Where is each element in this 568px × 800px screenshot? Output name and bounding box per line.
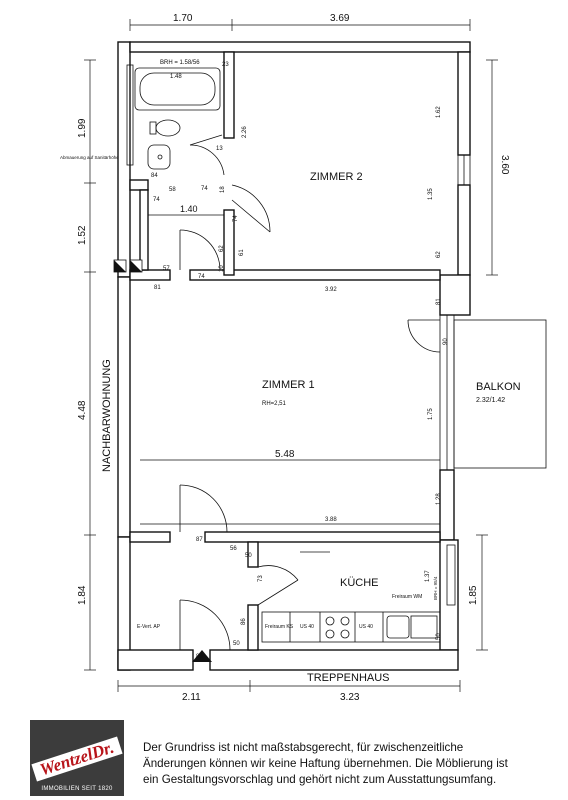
company-logo: WentzelDr. IMMOBILIEN SEIT 1820 bbox=[30, 720, 124, 796]
dim-kueche-width: 3.88 bbox=[325, 517, 337, 523]
dim-label: 74 bbox=[153, 197, 160, 203]
dim-bottom-left: 2.11 bbox=[182, 692, 201, 703]
dim-zimmer2-width: 3.92 bbox=[325, 287, 337, 293]
floor-plan: ZIMMER 2 ZIMMER 1 RH=2,51 BALKON 2.32/1.… bbox=[60, 13, 547, 703]
kitchen-sink-icon bbox=[386, 615, 410, 639]
room-label-zimmer1: ZIMMER 1 bbox=[262, 379, 315, 391]
dim-label: 1.28 bbox=[436, 493, 442, 505]
brh-bath-label: BRH = 1.58/56 bbox=[160, 60, 200, 66]
doors bbox=[179, 134, 441, 651]
room-label-zimmer2: ZIMMER 2 bbox=[310, 171, 363, 183]
dim-label: 2.26 bbox=[242, 126, 248, 138]
dim-label: 50 bbox=[233, 641, 240, 647]
footer: WentzelDr. IMMOBILIEN SEIT 1820 Der Grun… bbox=[0, 708, 568, 800]
dim-label: 10 bbox=[219, 265, 225, 272]
bathroom-fixtures bbox=[134, 67, 221, 170]
logo-since: IMMOBILIEN SEIT 1820 bbox=[41, 786, 113, 792]
dim-zimmer1-width: 5.48 bbox=[275, 449, 295, 460]
dim-label: 1.75 bbox=[428, 408, 434, 420]
dim-label: 62 bbox=[436, 251, 442, 258]
toilet-icon bbox=[155, 119, 181, 137]
stove-burner-icon bbox=[325, 616, 335, 626]
dim-label: 62 bbox=[219, 245, 225, 252]
balcony-outline bbox=[453, 319, 547, 469]
nachbarwohnung-label: NACHBARWOHNUNG bbox=[101, 359, 113, 472]
freiraum-ks-label: Freiraum KS bbox=[265, 624, 294, 630]
balkon-size-label: 2.32/1.42 bbox=[476, 397, 505, 404]
dim-label: 18 bbox=[220, 186, 226, 193]
dim-label: 86 bbox=[196, 654, 203, 660]
abmauerung-label: Abmauerung auf Sanitärhöhe bbox=[60, 155, 119, 160]
logo-script: WentzelDr. bbox=[31, 736, 123, 782]
dim-hall-width: 1.40 bbox=[180, 204, 198, 214]
dim-label: 74 bbox=[201, 186, 208, 192]
dim-label: 58 bbox=[169, 187, 176, 193]
dim-left-3: 4.48 bbox=[77, 400, 88, 420]
dim-label: 1.62 bbox=[436, 106, 442, 118]
dim-label: 57 bbox=[163, 266, 170, 272]
dim-label: 50 bbox=[245, 553, 252, 559]
bath-length-label: 1.48 bbox=[170, 74, 182, 80]
evert-label: E-Vert. AP bbox=[137, 624, 161, 630]
dim-top-right: 3.69 bbox=[330, 13, 350, 24]
room-height-label: RH=2,51 bbox=[262, 401, 287, 407]
sink-icon bbox=[147, 144, 171, 170]
dim-left-2: 1.52 bbox=[77, 225, 88, 245]
room-label-balkon: BALKON bbox=[476, 381, 521, 393]
dim-label: 74 bbox=[198, 274, 205, 280]
dim-label: 73 bbox=[258, 575, 264, 582]
dim-label: 81 bbox=[154, 285, 161, 291]
dim-label: 13 bbox=[216, 146, 223, 152]
dim-label: 1.37 bbox=[425, 570, 431, 582]
dim-label: 84 bbox=[151, 173, 158, 179]
dim-label: 50 bbox=[436, 633, 442, 640]
us40-label: US 40 bbox=[359, 624, 373, 630]
disclaimer-line: ein Gestaltungsvorschlag und gehört nich… bbox=[143, 773, 497, 786]
room-label-kueche: KÜCHE bbox=[340, 577, 379, 589]
dim-bottom-right: 3.23 bbox=[340, 692, 360, 703]
treppenhaus-label: TREPPENHAUS bbox=[307, 672, 390, 684]
small-labels: BRH = 1.58/56 1.48 23 2.26 1.62 1.35 62 … bbox=[60, 60, 449, 660]
dim-label: 90 bbox=[443, 338, 449, 345]
dim-label: 61 bbox=[239, 249, 245, 256]
shafts bbox=[113, 259, 143, 273]
dim-left-1: 1.99 bbox=[77, 118, 88, 138]
dim-label: 1.35 bbox=[428, 188, 434, 200]
dim-label: 81 bbox=[436, 298, 442, 305]
walls bbox=[117, 41, 471, 671]
dim-label: 74 bbox=[233, 215, 239, 222]
dim-label: 86 bbox=[241, 618, 247, 625]
disclaimer: Der Grundriss ist nicht maßstabsgerecht,… bbox=[143, 740, 563, 788]
entrance-arrow-icon bbox=[192, 650, 212, 662]
dim-top-left: 1.70 bbox=[173, 13, 193, 24]
freiraum-wm-label: Freiraum WM bbox=[392, 594, 422, 600]
dim-label: 87 bbox=[196, 537, 203, 543]
kitchen-counter bbox=[261, 551, 441, 643]
disclaimer-line: Der Grundriss ist nicht maßstabsgerecht,… bbox=[143, 741, 464, 754]
us40-label: US 40 bbox=[300, 624, 314, 630]
dim-left-4: 1.84 bbox=[77, 585, 88, 605]
dim-right-1: 3.60 bbox=[499, 155, 510, 175]
dim-label: 56 bbox=[230, 546, 237, 552]
brh-kitchen-label: BRH = 95/4 bbox=[433, 576, 438, 600]
disclaimer-line: Änderungen können wir keine Haftung über… bbox=[143, 757, 508, 770]
dim-label: 23 bbox=[222, 62, 229, 68]
dim-right-2: 1.85 bbox=[468, 585, 479, 605]
